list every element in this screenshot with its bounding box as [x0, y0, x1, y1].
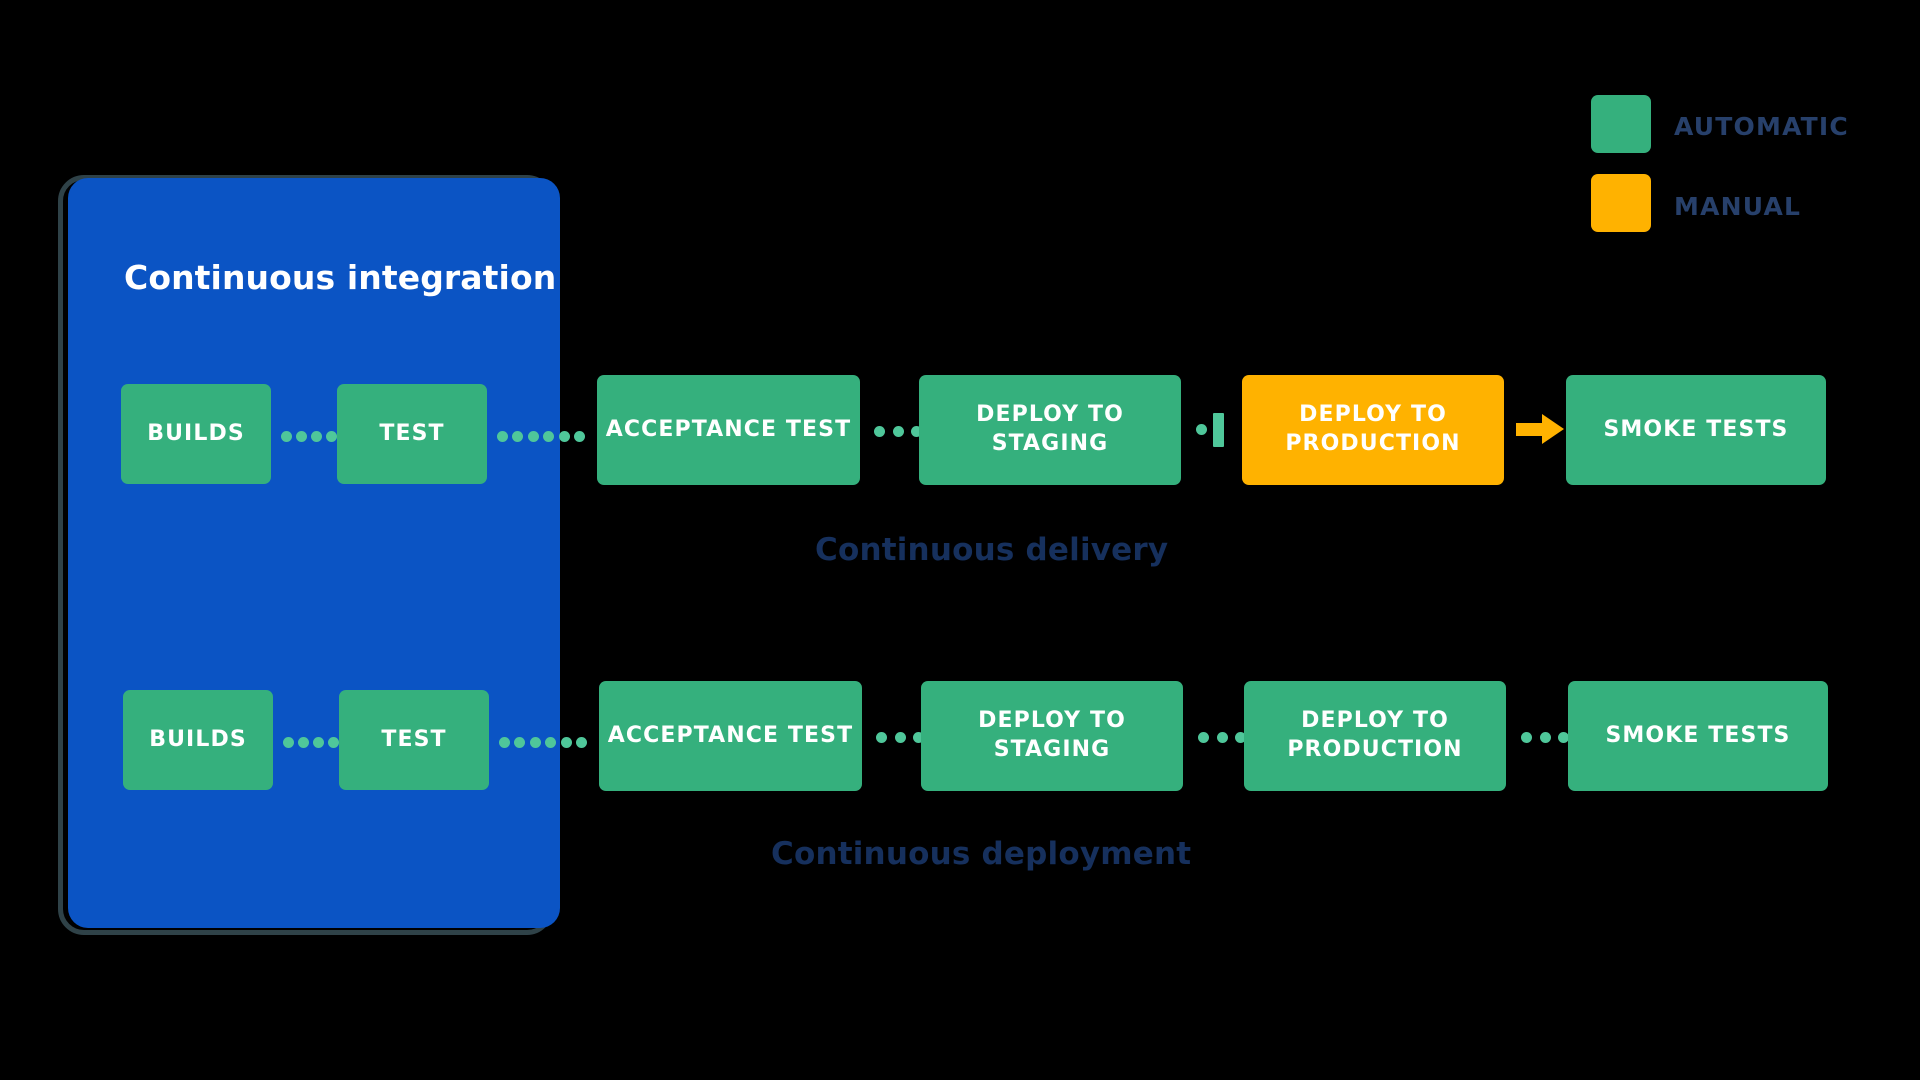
row1-connector-acceptance-staging [874, 424, 922, 438]
ci-container-panel [68, 178, 560, 928]
row2-stage-acceptance-test[interactable]: ACCEPTANCE TEST [599, 681, 862, 791]
row1-connector-test-acceptance [497, 429, 585, 443]
row1-gate-dot-icon [1196, 424, 1207, 435]
legend-label-manual: MANUAL [1674, 192, 1802, 221]
row2-stage-test[interactable]: TEST [339, 690, 489, 790]
row1-connector-builds-test [281, 429, 337, 443]
legend-swatch-automatic [1591, 95, 1651, 153]
row1-stage-acceptance-test[interactable]: ACCEPTANCE TEST [597, 375, 860, 485]
row1-stage-deploy-to-production[interactable]: DEPLOY TO PRODUCTION [1242, 375, 1504, 485]
row1-manual-gate-bar-icon [1213, 413, 1224, 447]
row1-stage-builds[interactable]: BUILDS [121, 384, 271, 484]
row1-stage-smoke-tests[interactable]: SMOKE TESTS [1566, 375, 1826, 485]
row1-stage-deploy-to-staging[interactable]: DEPLOY TO STAGING [919, 375, 1181, 485]
ci-container-title: Continuous integration [124, 258, 557, 297]
row2-connector-test-acceptance [499, 735, 587, 749]
row2-connector-production-smoke [1521, 730, 1569, 744]
caption-continuous-delivery: Continuous delivery [815, 532, 1169, 568]
row2-stage-smoke-tests[interactable]: SMOKE TESTS [1568, 681, 1828, 791]
row2-connector-acceptance-staging [876, 730, 924, 744]
caption-continuous-deployment: Continuous deployment [771, 836, 1192, 872]
row2-connector-staging-production [1198, 730, 1246, 744]
row1-manual-trigger-arrow-icon [1516, 414, 1564, 444]
row2-connector-builds-test [283, 735, 339, 749]
row1-stage-test[interactable]: TEST [337, 384, 487, 484]
row2-stage-builds[interactable]: BUILDS [123, 690, 273, 790]
row2-stage-deploy-to-production[interactable]: DEPLOY TO PRODUCTION [1244, 681, 1506, 791]
row2-stage-deploy-to-staging[interactable]: DEPLOY TO STAGING [921, 681, 1183, 791]
legend-swatch-manual [1591, 174, 1651, 232]
legend-label-automatic: AUTOMATIC [1674, 112, 1849, 141]
